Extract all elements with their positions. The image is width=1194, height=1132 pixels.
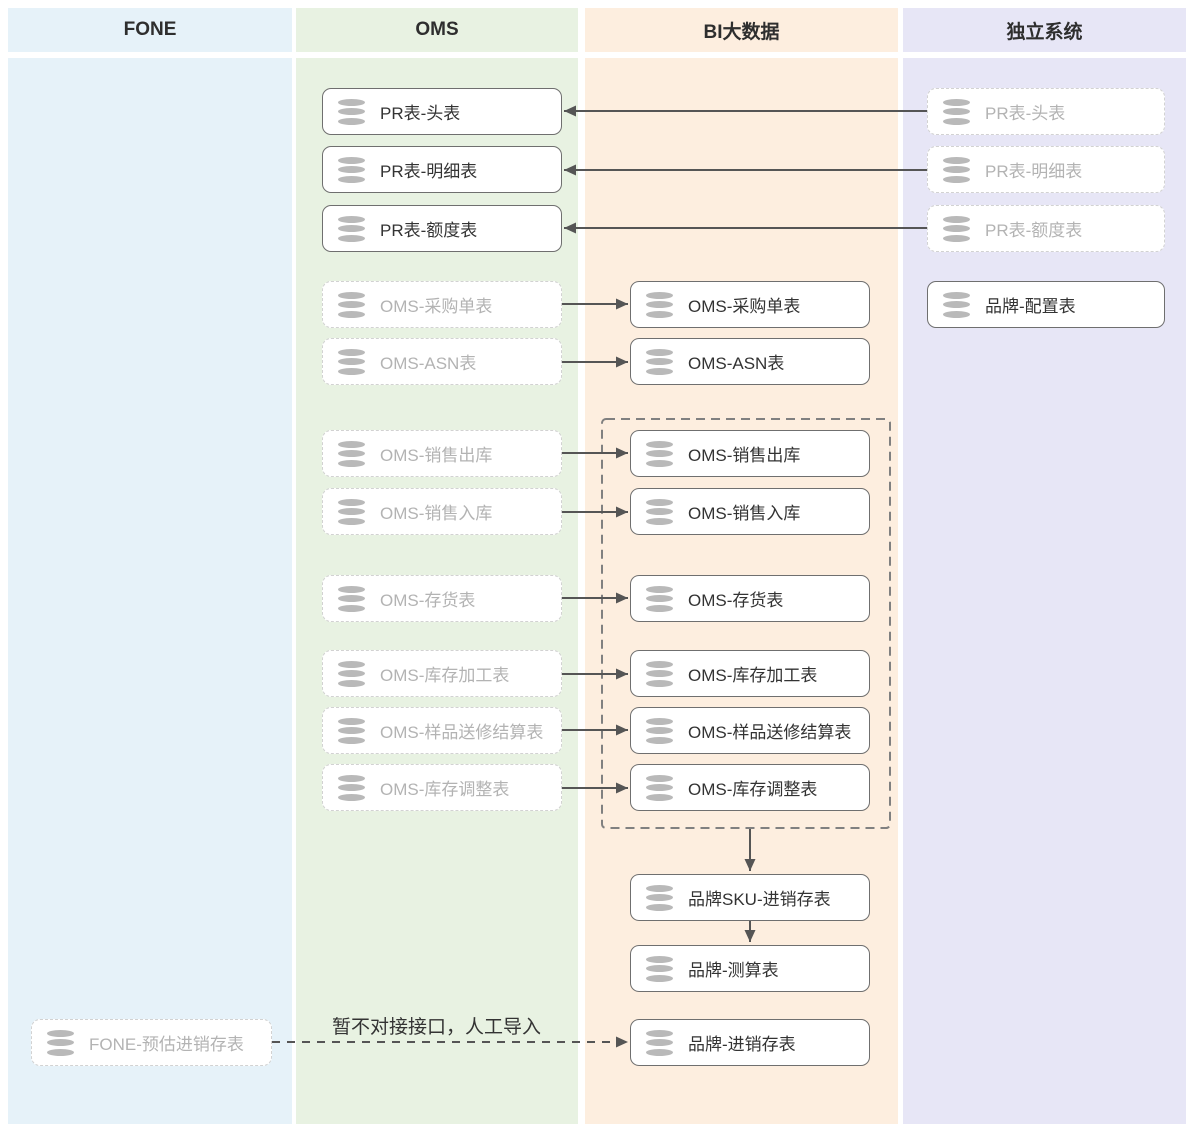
database-icon — [646, 660, 673, 687]
column-header-bi: BI大数据 — [585, 8, 898, 52]
database-icon — [943, 291, 970, 318]
manual-import-note: 暂不对接接口，人工导入 — [332, 1017, 542, 1038]
column-header-fone: FONE — [8, 8, 292, 52]
column-title: BI大数据 — [703, 21, 780, 43]
node-label: 品牌SKU-进销存表 — [688, 890, 831, 909]
node-oms-sample-repair-settlement: OMS-样品送修结算表 — [322, 707, 562, 754]
database-icon — [646, 884, 673, 911]
node-label: PR表-额度表 — [985, 221, 1083, 240]
node-label: OMS-ASN表 — [688, 354, 785, 373]
node-label: OMS-样品送修结算表 — [688, 723, 852, 742]
node-label: OMS-销售入库 — [688, 504, 801, 523]
node-oms-pr-detail: PR表-明细表 — [322, 146, 562, 193]
node-bi-brand-calculation: 品牌-测算表 — [630, 945, 870, 992]
node-label: OMS-库存加工表 — [380, 666, 510, 685]
database-icon — [646, 717, 673, 744]
node-label: OMS-库存加工表 — [688, 666, 818, 685]
node-label: OMS-销售出库 — [688, 446, 801, 465]
node-ind-pr-quota: PR表-额度表 — [927, 205, 1165, 252]
node-ind-brand-config: 品牌-配置表 — [927, 281, 1165, 328]
database-icon — [338, 774, 365, 801]
database-icon — [646, 291, 673, 318]
database-icon — [338, 348, 365, 375]
node-oms-stock-adjustment: OMS-库存调整表 — [322, 764, 562, 811]
database-icon — [338, 98, 365, 125]
node-label: OMS-库存调整表 — [380, 780, 510, 799]
node-label: OMS-采购单表 — [688, 297, 801, 316]
column-header-oms: OMS — [296, 8, 578, 52]
database-icon — [646, 498, 673, 525]
column-header-independent: 独立系统 — [903, 8, 1186, 52]
column-title: OMS — [415, 19, 459, 40]
database-icon — [646, 955, 673, 982]
node-label: PR表-头表 — [380, 104, 461, 123]
node-bi-sample-repair-settlement: OMS-样品送修结算表 — [630, 707, 870, 754]
database-icon — [338, 585, 365, 612]
database-icon — [338, 156, 365, 183]
database-icon — [943, 215, 970, 242]
node-bi-asn: OMS-ASN表 — [630, 338, 870, 385]
column-title: FONE — [123, 19, 177, 40]
node-label: OMS-销售出库 — [380, 446, 493, 465]
database-icon — [646, 585, 673, 612]
node-label: OMS-库存调整表 — [688, 780, 818, 799]
node-label: OMS-样品送修结算表 — [380, 723, 544, 742]
node-bi-inventory: OMS-存货表 — [630, 575, 870, 622]
node-oms-asn: OMS-ASN表 — [322, 338, 562, 385]
database-icon — [338, 291, 365, 318]
node-fone-estimated-psi: FONE-预估进销存表 — [31, 1019, 272, 1066]
database-icon — [338, 215, 365, 242]
database-icon — [646, 1029, 673, 1056]
database-icon — [646, 348, 673, 375]
node-bi-stock-adjustment: OMS-库存调整表 — [630, 764, 870, 811]
node-label: OMS-存货表 — [688, 591, 784, 610]
node-oms-stock-processing: OMS-库存加工表 — [322, 650, 562, 697]
node-label: OMS-销售入库 — [380, 504, 493, 523]
database-icon — [943, 98, 970, 125]
node-oms-sales-inbound: OMS-销售入库 — [322, 488, 562, 535]
node-ind-pr-detail: PR表-明细表 — [927, 146, 1165, 193]
node-label: PR表-头表 — [985, 104, 1066, 123]
database-icon — [338, 498, 365, 525]
node-bi-sales-outbound: OMS-销售出库 — [630, 430, 870, 477]
node-label: PR表-明细表 — [985, 162, 1083, 181]
node-bi-brand-psi: 品牌-进销存表 — [630, 1019, 870, 1066]
node-label: 品牌-进销存表 — [688, 1035, 796, 1054]
database-icon — [338, 717, 365, 744]
node-label: OMS-存货表 — [380, 591, 476, 610]
node-label: OMS-采购单表 — [380, 297, 493, 316]
node-bi-purchase-order: OMS-采购单表 — [630, 281, 870, 328]
node-label: 品牌-测算表 — [688, 961, 779, 980]
node-oms-pr-head: PR表-头表 — [322, 88, 562, 135]
node-bi-stock-processing: OMS-库存加工表 — [630, 650, 870, 697]
node-label: OMS-ASN表 — [380, 354, 477, 373]
database-icon — [338, 660, 365, 687]
database-icon — [47, 1029, 74, 1056]
database-icon — [646, 440, 673, 467]
node-oms-sales-outbound: OMS-销售出库 — [322, 430, 562, 477]
node-oms-purchase-order: OMS-采购单表 — [322, 281, 562, 328]
node-label: PR表-额度表 — [380, 221, 478, 240]
node-label: 品牌-配置表 — [985, 297, 1076, 316]
node-bi-sales-inbound: OMS-销售入库 — [630, 488, 870, 535]
node-ind-pr-head: PR表-头表 — [927, 88, 1165, 135]
node-oms-pr-quota: PR表-额度表 — [322, 205, 562, 252]
fone-column — [8, 58, 292, 1124]
database-icon — [943, 156, 970, 183]
node-oms-inventory: OMS-存货表 — [322, 575, 562, 622]
node-bi-brand-sku-psi: 品牌SKU-进销存表 — [630, 874, 870, 921]
database-icon — [338, 440, 365, 467]
database-icon — [646, 774, 673, 801]
node-label: PR表-明细表 — [380, 162, 478, 181]
node-label: FONE-预估进销存表 — [89, 1035, 244, 1054]
column-title: 独立系统 — [1006, 21, 1083, 43]
